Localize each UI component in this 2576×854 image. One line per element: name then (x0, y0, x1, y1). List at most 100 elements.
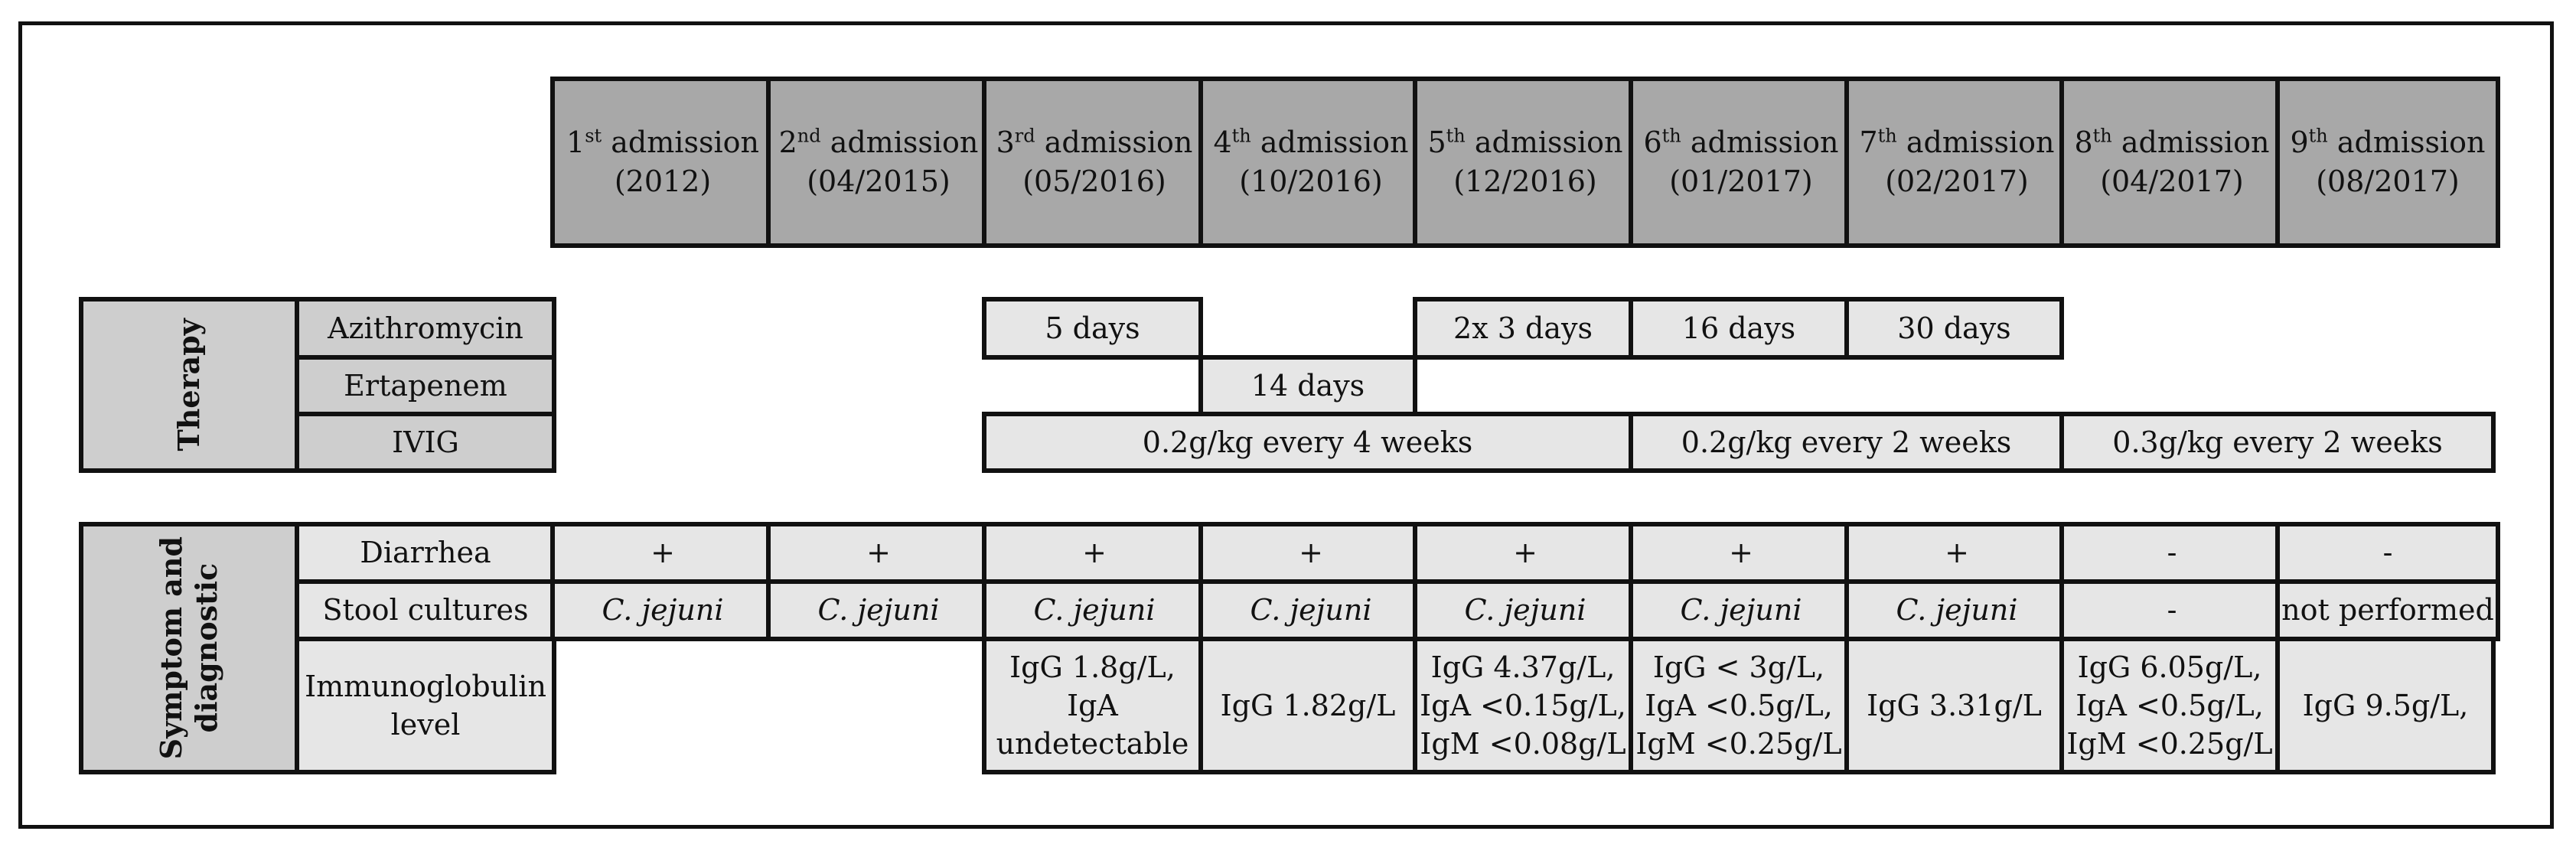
azithromycin-admission-5: 2x 3 days (1413, 297, 1633, 360)
admission-ordinal-number: 2 (778, 125, 797, 159)
admission-date: (05/2016) (1022, 165, 1166, 198)
admission-date: (04/2015) (807, 165, 951, 198)
ivig-admissions-8-9: 0.3g/kg every 2 weeks (2059, 412, 2496, 473)
stool-cultures-label: Stool cultures (295, 579, 556, 641)
admission-header-8: 8th admission(04/2017) (2059, 77, 2284, 248)
admission-date: (12/2016) (1453, 165, 1597, 198)
diarrhea-admission-5: + (1413, 522, 1638, 584)
admission-header-2: 2nd admission(04/2015) (766, 77, 991, 248)
admission-title: 8th admission (2074, 123, 2269, 162)
diarrhea-admission-7: + (1844, 522, 2069, 584)
diarrhea-admission-9: - (2275, 522, 2500, 584)
immunoglobulin-line: IgM <0.25g/L (2066, 727, 2273, 761)
admission-ordinal-suffix: nd (797, 125, 821, 147)
admission-ordinal-number: 4 (1213, 125, 1232, 159)
ivig-admissions-3-5: 0.2g/kg every 4 weeks (982, 412, 1633, 473)
immunoglobulin-admission-8: IgG 6.05g/L, IgA <0.5g/L, IgM <0.25g/L (2059, 637, 2280, 774)
ertapenem-label: Ertapenem (295, 355, 556, 416)
symptom-section-label-line1: Symptom and (154, 536, 189, 760)
admission-title: 5th admission (1427, 123, 1622, 162)
diarrhea-admission-6: + (1629, 522, 1854, 584)
admission-header-7: 7th admission(02/2017) (1844, 77, 2069, 248)
immunoglobulin-line: IgA (1067, 688, 1118, 722)
ivig-admissions-6-7: 0.2g/kg every 2 weeks (1629, 412, 2064, 473)
immunoglobulin-line: IgA <0.5g/L, (2075, 688, 2264, 722)
immunoglobulin-line: IgG 1.8g/L, (1009, 650, 1176, 684)
diarrhea-admission-4: + (1198, 522, 1423, 584)
admission-word: admission (1044, 125, 1193, 159)
diarrhea-label: Diarrhea (295, 522, 556, 584)
immunoglobulin-admission-7: IgG 3.31g/L (1844, 637, 2064, 774)
immunoglobulin-line: IgA <0.15g/L, (1420, 688, 1626, 722)
stool-culture-admission-5: C. jejuni (1413, 579, 1638, 641)
admission-title: 2nd admission (779, 123, 979, 162)
immunoglobulin-line: IgG 9.5g/L, (2302, 688, 2469, 722)
admission-header-4: 4th admission(10/2016) (1198, 77, 1423, 248)
admission-word: admission (1474, 125, 1623, 159)
immunoglobulin-line: IgG < 3g/L, (1652, 650, 1825, 684)
immunoglobulin-line: IgG 4.37g/L, (1430, 650, 1616, 684)
admission-word: admission (611, 125, 759, 159)
admission-ordinal-suffix: th (1877, 125, 1897, 147)
admission-title: 6th admission (1643, 123, 1838, 162)
stool-culture-admission-1: C. jejuni (550, 579, 775, 641)
azithromycin-admission-6: 16 days (1629, 297, 1849, 360)
immunoglobulin-admission-9: IgG 9.5g/L, (2275, 637, 2496, 774)
azithromycin-admission-3: 5 days (982, 297, 1203, 360)
admission-header-6: 6th admission(01/2017) (1629, 77, 1854, 248)
admission-ordinal-number: 8 (2074, 125, 2093, 159)
admission-ordinal-suffix: th (2308, 125, 2328, 147)
admission-date: (10/2016) (1239, 165, 1383, 198)
stool-culture-admission-2: C. jejuni (766, 579, 991, 641)
admission-ordinal-suffix: th (1231, 125, 1251, 147)
admission-header-5: 5th admission(12/2016) (1413, 77, 1638, 248)
stool-culture-admission-4: C. jejuni (1198, 579, 1423, 641)
immunoglobulin-line: IgG 3.31g/L (1867, 688, 2042, 722)
admission-ordinal-suffix: th (1446, 125, 1466, 147)
therapy-section-label: Therapy (79, 297, 299, 473)
stool-culture-admission-7: C. jejuni (1844, 579, 2069, 641)
admission-header-9: 9th admission(08/2017) (2275, 77, 2500, 248)
admission-date: (04/2017) (2100, 165, 2244, 198)
admission-word: admission (830, 125, 979, 159)
admission-ordinal-number: 6 (1643, 125, 1662, 159)
immunoglobulin-admission-4: IgG 1.82g/L (1198, 637, 1417, 774)
admission-ordinal-number: 7 (1859, 125, 1878, 159)
ertapenem-admission-4: 14 days (1198, 355, 1417, 416)
immunoglobulin-label-line2: level (390, 708, 461, 742)
admission-header-1: 1st admission (2012) (550, 77, 775, 248)
stool-culture-admission-6: C. jejuni (1629, 579, 1854, 641)
admission-word: admission (1690, 125, 1839, 159)
admission-header-3: 3rd admission(05/2016) (982, 77, 1207, 248)
diarrhea-admission-2: + (766, 522, 991, 584)
admission-ordinal-number: 1 (566, 125, 585, 159)
immunoglobulin-line: IgM <0.08g/L (1420, 727, 1626, 761)
diarrhea-admission-3: + (982, 522, 1207, 584)
immunoglobulin-line: IgA <0.5g/L, (1645, 688, 1833, 722)
admission-ordinal-number: 5 (1427, 125, 1446, 159)
admission-ordinal-suffix: st (585, 125, 602, 147)
admission-ordinal-number: 9 (2290, 125, 2309, 159)
stool-culture-admission-8: - (2059, 579, 2284, 641)
symptom-section-label-line2: diagnostic (189, 563, 223, 733)
immunoglobulin-line: IgG 1.82g/L (1220, 688, 1396, 722)
ivig-label: IVIG (295, 412, 556, 473)
admission-word: admission (2121, 125, 2270, 159)
immunoglobulin-line: IgG 6.05g/L, (2077, 650, 2262, 684)
diarrhea-admission-8: - (2059, 522, 2284, 584)
admission-title: 7th admission (1859, 123, 2054, 162)
immunoglobulin-label: Immunoglobulin level (295, 637, 556, 774)
admission-date: (02/2017) (1885, 165, 2029, 198)
admission-date: (2012) (614, 165, 712, 198)
admission-word: admission (1906, 125, 2055, 159)
azithromycin-label: Azithromycin (295, 297, 556, 360)
admission-ordinal-suffix: th (2092, 125, 2112, 147)
admission-ordinal-suffix: rd (1014, 125, 1035, 147)
immunoglobulin-admission-6: IgG < 3g/L, IgA <0.5g/L, IgM <0.25g/L (1629, 637, 1849, 774)
admission-title: 4th admission (1213, 123, 1408, 162)
immunoglobulin-line: IgM <0.25g/L (1635, 727, 1842, 761)
stool-culture-admission-9: not performed (2275, 579, 2500, 641)
immunoglobulin-label-line1: Immunoglobulin (305, 669, 546, 703)
stool-culture-admission-3: C. jejuni (982, 579, 1207, 641)
